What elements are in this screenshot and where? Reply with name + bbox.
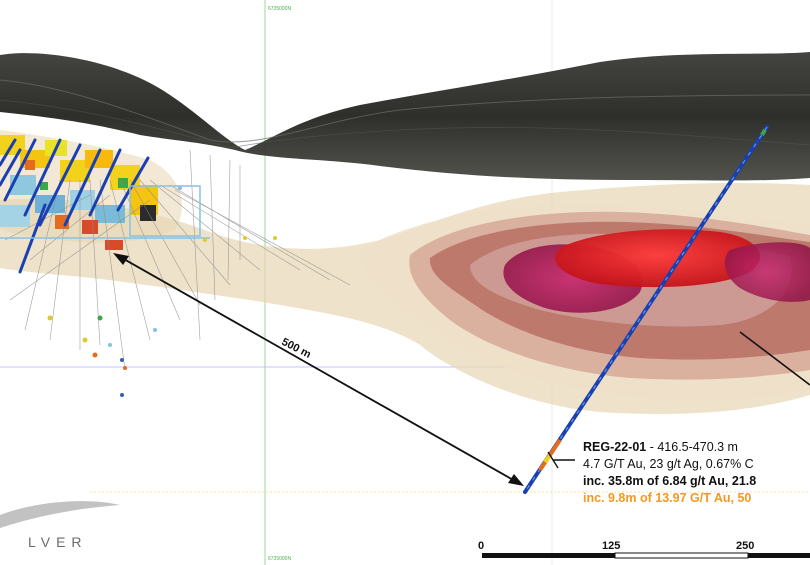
discovery-drill-hole xyxy=(523,125,769,494)
callout-line-2: 4.7 G/T Au, 23 g/t Ag, 0.67% C xyxy=(583,457,754,471)
logo-swoosh xyxy=(0,501,120,528)
dark-upper-body xyxy=(0,52,810,181)
scale-tick-0: 0 xyxy=(478,540,485,552)
high-grade-core xyxy=(554,229,760,288)
callout-line-3: inc. 35.8m of 6.84 g/t Au, 21.8 xyxy=(583,474,757,488)
drill-holes-blue xyxy=(0,138,150,274)
drilled-zone xyxy=(0,130,182,250)
callout-pointer xyxy=(739,331,810,386)
grid-label-bottom: 6735000N xyxy=(268,556,292,562)
collar-dots xyxy=(47,186,277,397)
callout-line-1: REG-22-01 - 416.5-470.3 m xyxy=(583,439,756,456)
scale-tick-125: 125 xyxy=(602,540,621,552)
callout-line-4: inc. 9.8m of 13.97 G/T Au, 50 xyxy=(583,491,752,505)
intercept-bracket xyxy=(547,451,575,469)
dark-body-ridge xyxy=(0,79,810,143)
grid-label-top: 6735000N xyxy=(268,6,292,12)
high-grade-pod-east xyxy=(724,242,810,302)
scale-tick-250: 250 xyxy=(736,540,755,552)
dark-body-ridge-2 xyxy=(0,99,810,149)
distance-arrow xyxy=(113,253,524,486)
drill-trace-fan xyxy=(4,149,351,371)
callout-hole-id: REG-22-01 xyxy=(583,440,647,454)
assay-callout: REG-22-01 - 416.5-470.3 m 4.7 G/T Au, 23… xyxy=(583,439,756,507)
collar-outline xyxy=(129,185,201,237)
scale-bar xyxy=(482,552,810,559)
company-logo-text: LVER xyxy=(28,534,88,550)
callout-interval: - 416.5-470.3 m xyxy=(646,440,738,454)
